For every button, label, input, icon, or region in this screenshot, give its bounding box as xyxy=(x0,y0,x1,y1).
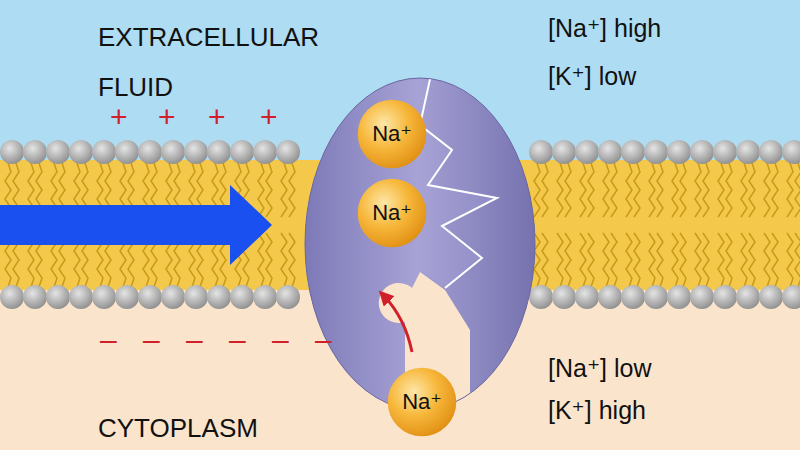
sodium-ion: Na⁺ xyxy=(357,178,427,248)
pump-protein xyxy=(300,70,540,420)
ion-label: Na⁺ xyxy=(357,178,427,248)
charge-sign: – xyxy=(100,323,117,357)
charge-sign: – xyxy=(315,323,332,357)
concentration-label: [K⁺] high xyxy=(548,396,646,425)
concentration-label: [K⁺] low xyxy=(548,62,636,91)
charge-sign: + xyxy=(208,100,226,134)
charge-sign: – xyxy=(143,323,160,357)
region-label: EXTRACELLULAR FLUID xyxy=(98,12,338,112)
concentration-label: [Na⁺] low xyxy=(548,354,652,383)
ion-label: Na⁺ xyxy=(387,367,457,437)
charge-sign: – xyxy=(272,323,289,357)
region-label: CYTOPLASM xyxy=(98,413,258,444)
binding-arrow xyxy=(384,296,412,352)
charge-sign: + xyxy=(110,100,128,134)
sodium-ion: Na⁺ xyxy=(357,99,427,169)
charge-sign: – xyxy=(229,323,246,357)
gradient-arrow xyxy=(0,185,272,265)
charge-sign: + xyxy=(158,100,176,134)
charge-sign: + xyxy=(260,100,278,134)
sodium-ion: Na⁺ xyxy=(387,367,457,437)
charge-sign: – xyxy=(186,323,203,357)
concentration-label: [Na⁺] high xyxy=(548,14,661,43)
ion-label: Na⁺ xyxy=(357,99,427,169)
